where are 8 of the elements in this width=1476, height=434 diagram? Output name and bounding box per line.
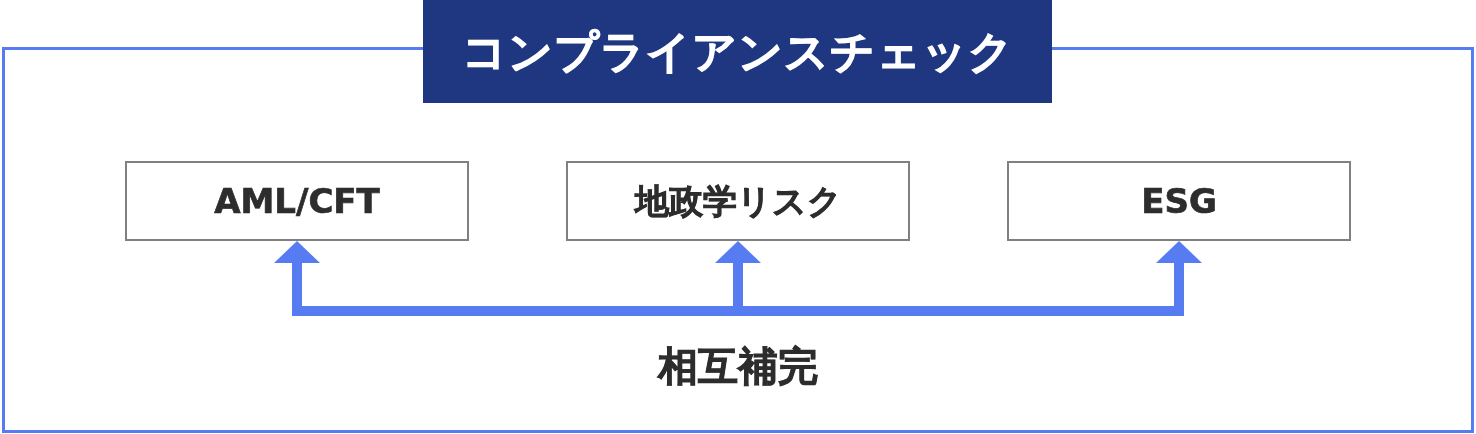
category-box: ESG	[1007, 161, 1351, 241]
arrow	[274, 241, 733, 316]
category-box: AML/CFT	[125, 161, 469, 241]
title-band: コンプライアンスチェック	[423, 0, 1052, 103]
annotation-text: 相互補完	[656, 346, 819, 386]
arrow	[743, 241, 1202, 316]
arrow	[715, 241, 761, 316]
category-box: 地政学リスク	[566, 161, 910, 241]
